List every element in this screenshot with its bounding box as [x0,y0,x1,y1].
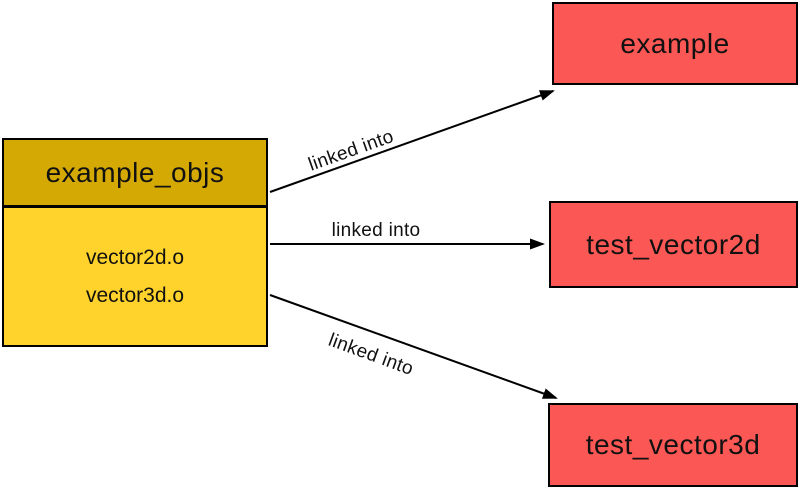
target-label: test_vector2d [586,228,761,260]
edge-to-test-vector2d: linked into [270,220,545,250]
node-example-objs: example_objs vector2d.o vector3d.o [2,138,268,347]
edge-to-example: linked into [269,90,555,193]
edge-to-test-vector3d: linked into [269,294,558,399]
target-label: example [620,27,730,59]
library-name: example_objs [4,140,266,208]
node-test-vector2d: test_vector2d [549,201,798,288]
edge-label: linked into [326,330,417,380]
node-test-vector3d: test_vector3d [548,403,798,487]
member-vector3d-o: vector3d.o [85,284,185,307]
edge-arrow [269,90,555,193]
edge-label: linked into [332,220,421,241]
member-vector2d-o: vector2d.o [85,246,185,269]
node-example: example [552,2,798,85]
edge-arrow [269,294,558,399]
library-members: vector2d.o vector3d.o [4,208,266,345]
target-label: test_vector3d [585,429,761,460]
